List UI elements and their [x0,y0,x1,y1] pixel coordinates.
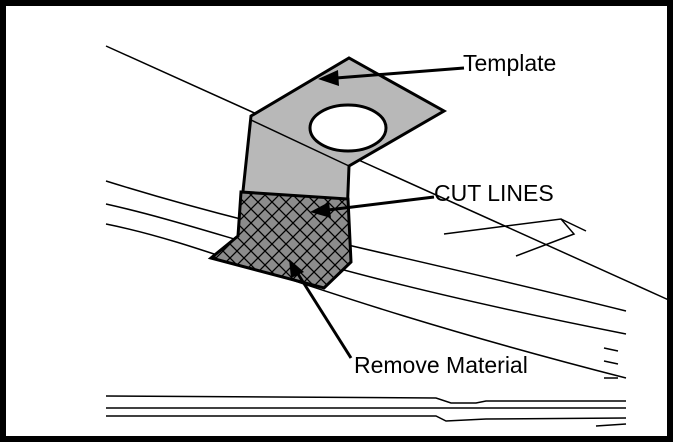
background-structure-lines [105,45,672,427]
template-fold-line [250,119,350,167]
template-arrowhead [318,70,339,86]
leader-arrows [289,66,465,359]
remove-material-leader-arrow [296,273,353,359]
remove-material-label: Remove Material [354,352,528,378]
remove-material-area [207,190,353,290]
diagram-drawing [105,45,672,427]
template-leader-arrow [335,66,465,80]
cut-lines-arrowhead [310,202,331,218]
template-hole [308,103,388,153]
remove-material-arrowhead [289,259,304,278]
cut-lines-leader-arrow [327,195,435,212]
template-label: Template [463,50,557,76]
cut-lines-label: CUT LINES [434,180,554,206]
